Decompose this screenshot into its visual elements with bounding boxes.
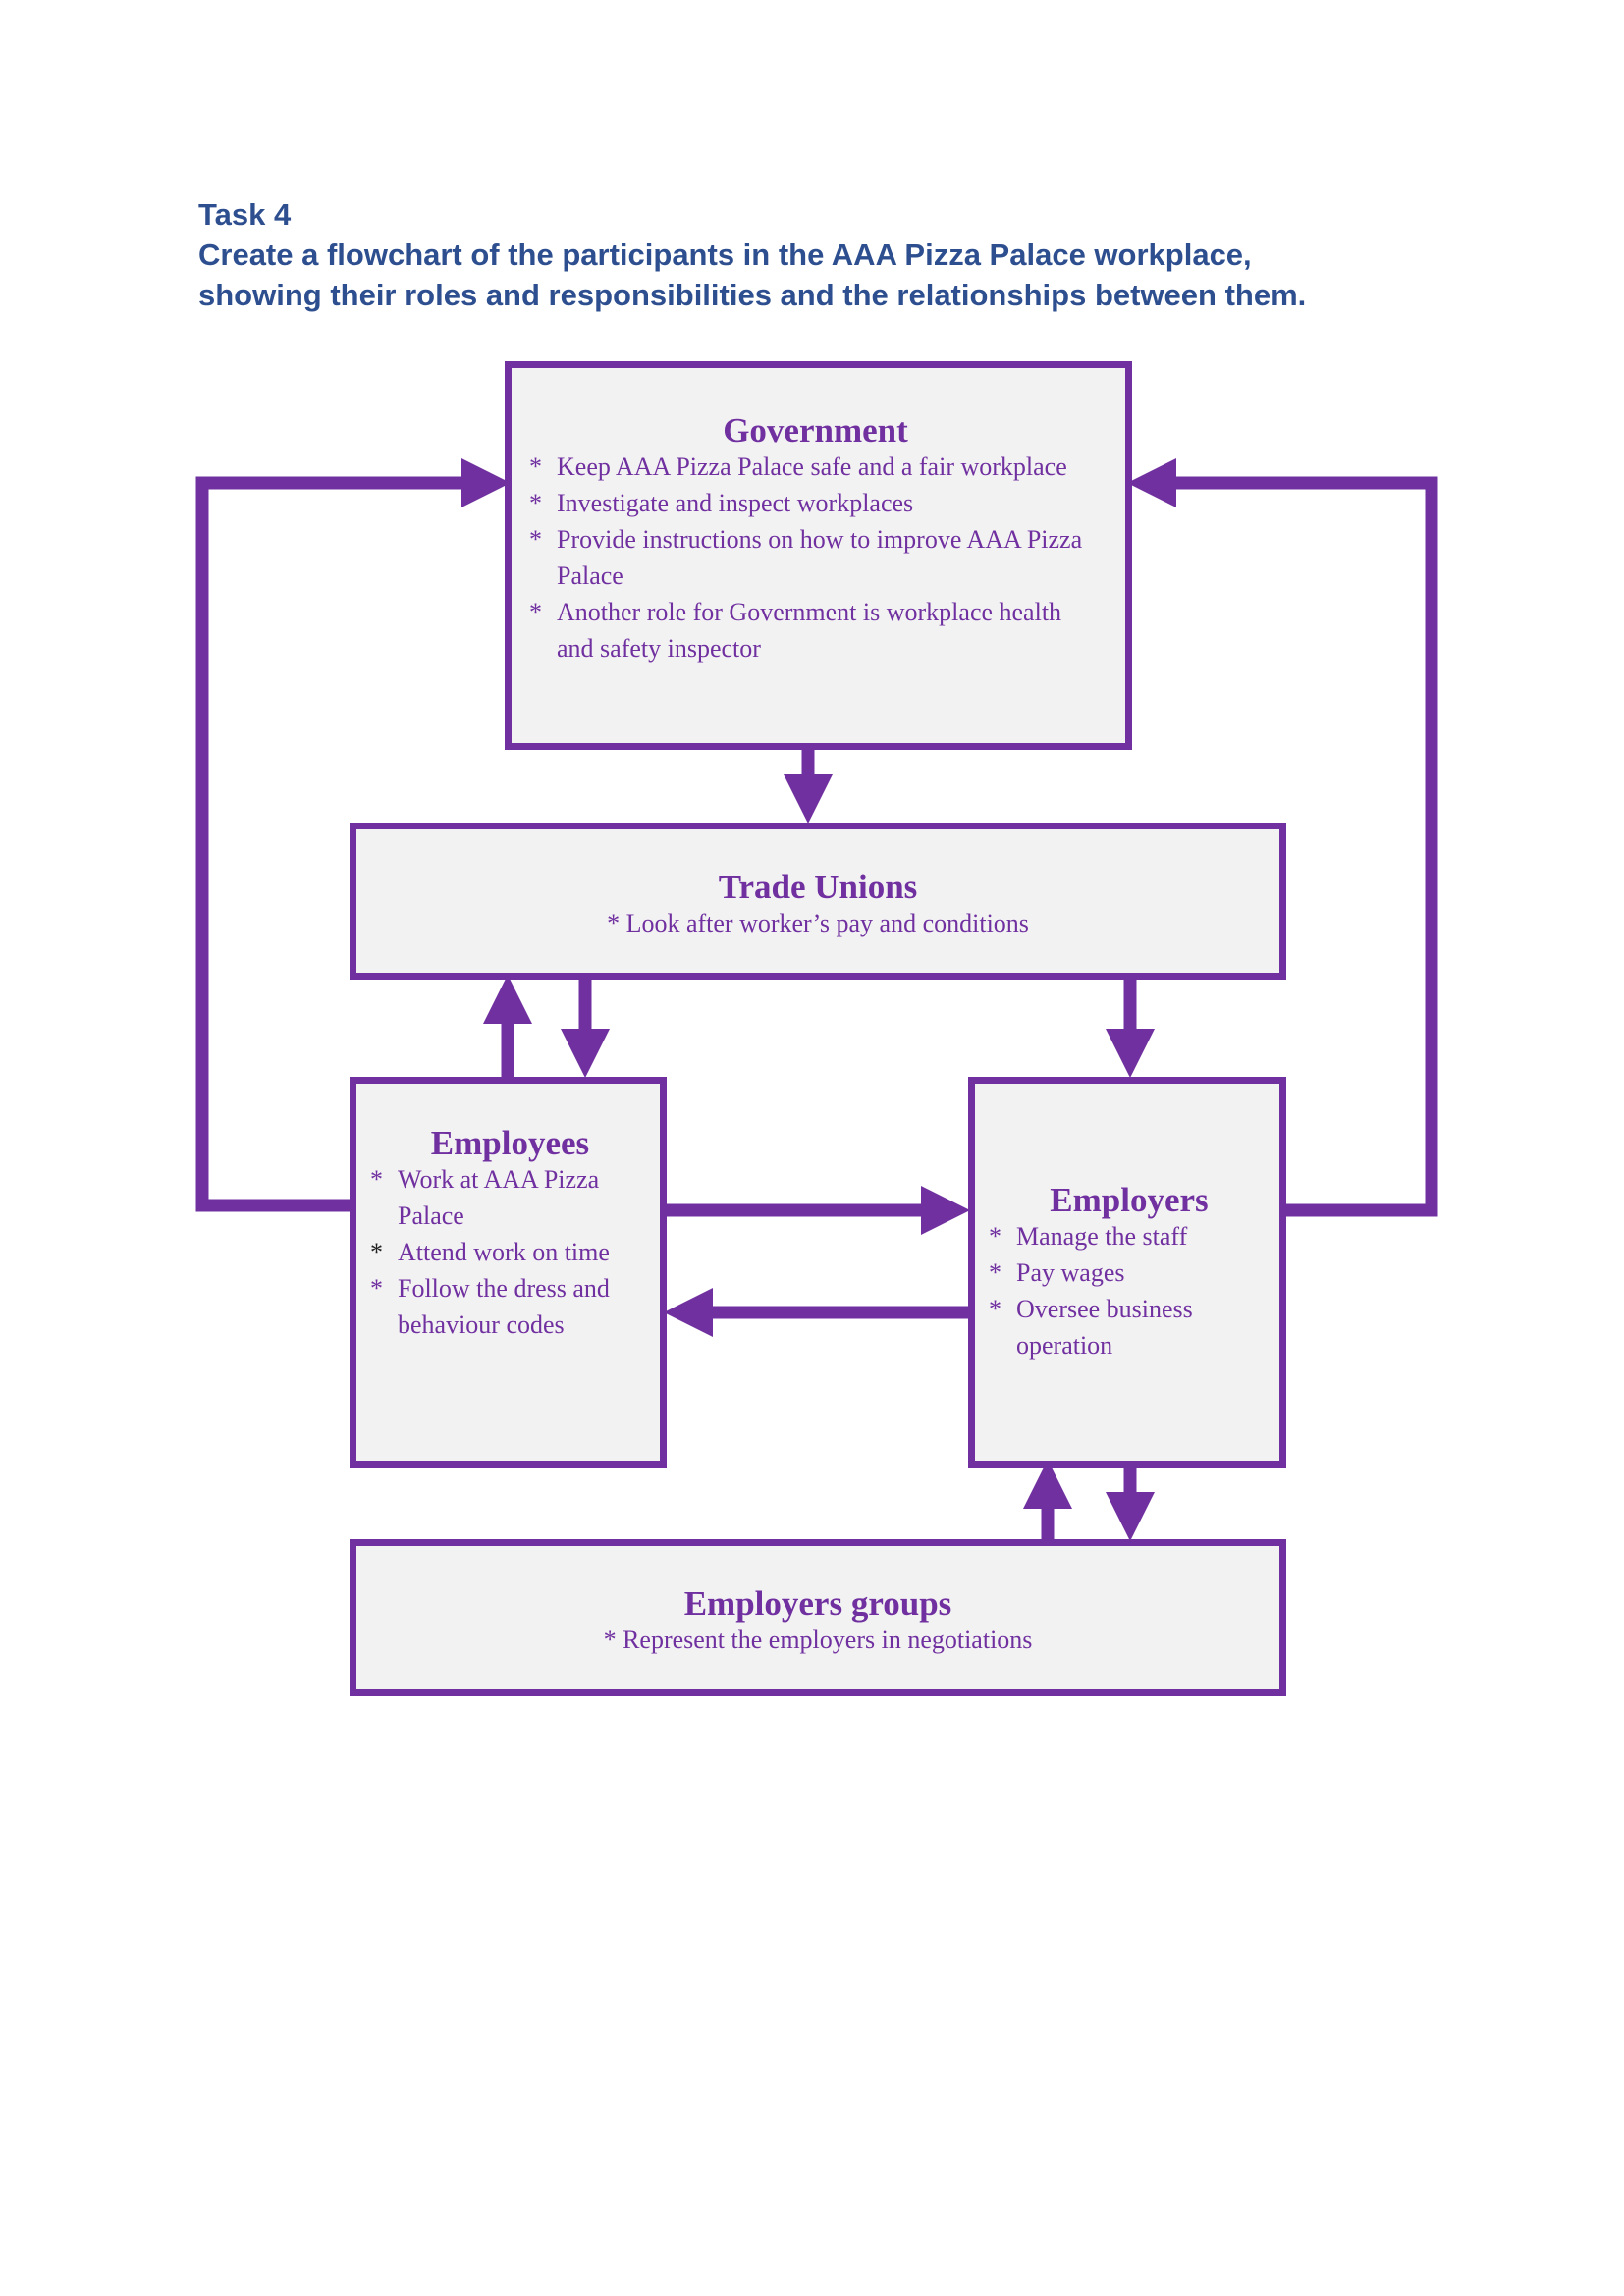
government-role-list: *Keep AAA Pizza Palace safe and a fair w… (529, 449, 1102, 667)
government-role-item: *Another role for Government is workplac… (529, 594, 1102, 667)
government-box: Government *Keep AAA Pizza Palace safe a… (505, 361, 1132, 750)
arrowhead-up-employers (1023, 1460, 1072, 1509)
bullet-star: * (370, 1238, 383, 1266)
connector-employees-to-government (195, 476, 466, 1212)
bullet-star: * (370, 1165, 383, 1194)
government-role-item: *Provide instructions on how to improve … (529, 521, 1102, 594)
employers-groups-role: * Represent the employers in negotiation… (603, 1626, 1033, 1654)
bullet-star: * (370, 1274, 383, 1303)
employers-groups-box: Employers groups * Represent the employe… (350, 1539, 1286, 1696)
arrowhead-down-employers-groups (1106, 1492, 1155, 1541)
bullet-star: * (529, 453, 542, 481)
bullet-star: * (989, 1295, 1001, 1323)
government-role-item: *Keep AAA Pizza Palace safe and a fair w… (529, 449, 1102, 485)
employees-title: Employees (430, 1124, 590, 1162)
arrowhead-down-employees (561, 1029, 610, 1078)
task-instruction-line-2: showing their roles and responsibilities… (198, 278, 1307, 312)
bullet-star: * (989, 1258, 1001, 1287)
trade-unions-role: * Look after worker’s pay and conditions (607, 909, 1029, 937)
employees-box: Employees *Work at AAA Pizza Palace *Att… (350, 1077, 667, 1468)
bullet-star: * (529, 489, 542, 517)
employers-role-item: *Manage the staff (989, 1218, 1270, 1255)
trade-unions-box: Trade Unions * Look after worker’s pay a… (350, 823, 1286, 980)
connector-employers-to-government (1164, 476, 1438, 1217)
employees-role-list: *Work at AAA Pizza Palace *Attend work o… (370, 1161, 650, 1343)
employers-groups-title: Employers groups (683, 1584, 952, 1623)
employees-role-item: *Attend work on time (370, 1234, 650, 1270)
trade-unions-title: Trade Unions (718, 868, 918, 906)
employers-role-item: *Oversee business operation (989, 1291, 1270, 1363)
employers-role-list: *Manage the staff *Pay wages *Oversee bu… (989, 1218, 1270, 1363)
task-instruction-line-1: Create a flowchart of the participants i… (198, 238, 1252, 272)
arrowhead-up-trade-unions (483, 975, 532, 1024)
employers-title: Employers (1050, 1181, 1209, 1219)
arrowhead-left-government (1127, 458, 1176, 507)
government-role-item: *Investigate and inspect workplaces (529, 485, 1102, 521)
arrowhead-right-employers (921, 1186, 970, 1235)
arrowhead-down-trade-unions (784, 774, 833, 824)
task-heading: Task 4 Create a flowchart of the partici… (198, 194, 1475, 315)
employees-role-item: *Work at AAA Pizza Palace (370, 1161, 650, 1234)
arrowhead-down-employers (1106, 1029, 1155, 1078)
bullet-star: * (529, 598, 542, 626)
arrowhead-right-government (461, 458, 511, 507)
employers-role-item: *Pay wages (989, 1255, 1270, 1291)
employees-role-item: *Follow the dress and behaviour codes (370, 1270, 650, 1343)
employers-box: Employers *Manage the staff *Pay wages *… (968, 1077, 1286, 1468)
task-number: Task 4 (198, 197, 292, 232)
government-title: Government (723, 411, 908, 450)
arrowhead-left-employees (664, 1288, 713, 1337)
bullet-star: * (989, 1222, 1001, 1251)
bullet-star: * (529, 525, 542, 554)
